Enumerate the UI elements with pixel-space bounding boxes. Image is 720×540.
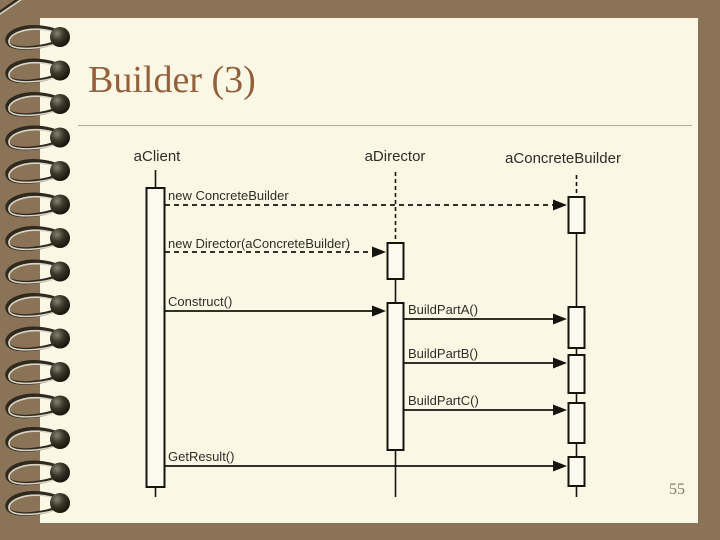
activation-builder-parta (567, 306, 586, 349)
spiral-coils (0, 0, 72, 517)
message-getresult: GetResult() (165, 449, 567, 472)
message-label: GetResult() (168, 449, 234, 464)
lifeline-aclient: aClient (134, 148, 182, 497)
arrowhead-icon (553, 357, 567, 369)
activation-aclient (145, 187, 166, 488)
arrowhead-icon (553, 460, 567, 472)
message-label: BuildPartC() (408, 393, 479, 408)
activation-builder-getresult (567, 456, 586, 487)
page-number: 55 (669, 481, 685, 498)
lifeline-label-aclient: aClient (134, 148, 182, 165)
slide-title: Builder (3) (88, 59, 256, 101)
message-buildparta: BuildPartA() (404, 302, 567, 325)
activation-builder-create (567, 196, 586, 234)
arrowhead-icon (372, 246, 386, 258)
activation-adirector-construct (386, 302, 405, 451)
spiral-binding (0, 0, 72, 517)
lifeline-label-aconcretebuilder: aConcreteBuilder (505, 150, 621, 167)
message-buildpartb: BuildPartB() (404, 346, 567, 369)
message-label: BuildPartA() (408, 302, 478, 317)
activation-builder-partc (567, 402, 586, 444)
activation-builder-partb (567, 354, 586, 394)
arrowhead-icon (372, 305, 386, 317)
lifeline-label-adirector: aDirector (365, 148, 426, 165)
message-new-concretebuilder: new ConcreteBuilder (165, 188, 567, 211)
message-label: Construct() (168, 294, 232, 309)
message-construct: Construct() (165, 294, 386, 317)
message-label: BuildPartB() (408, 346, 478, 361)
arrowhead-icon (553, 313, 567, 325)
arrowhead-icon (553, 404, 567, 416)
message-buildpartc: BuildPartC() (404, 393, 567, 416)
activation-adirector-create (386, 242, 405, 280)
arrowhead-icon (553, 199, 567, 211)
message-label: new Director(aConcreteBuilder) (168, 236, 350, 251)
message-new-director: new Director(aConcreteBuilder) (165, 236, 386, 258)
lifeline-adirector: aDirector (365, 148, 426, 497)
lifeline-aconcretebuilder: aConcreteBuilder (505, 150, 621, 497)
message-label: new ConcreteBuilder (168, 188, 289, 203)
title-separator (78, 125, 692, 126)
